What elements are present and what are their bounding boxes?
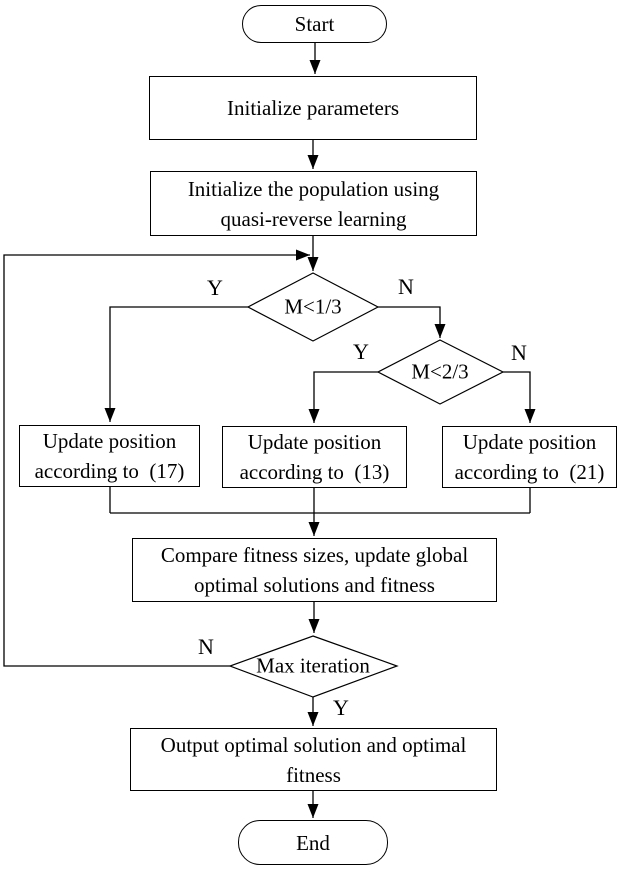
node-end-label: End — [296, 830, 330, 855]
node-start-label: Start — [294, 12, 335, 36]
node-init-params-label: Initialize parameters — [227, 96, 399, 120]
node-update-13: Update position according to (13) — [222, 426, 407, 488]
arrow-m13-yes — [104, 306, 248, 422]
node-init-params: Initialize parameters — [149, 76, 477, 140]
node-start: Start — [242, 5, 387, 43]
branch-label-m13-yes: Y — [207, 275, 223, 300]
node-init-pop: Initialize the population using quasi-re… — [150, 171, 477, 236]
node-compare-line2: optimal solutions and fitness — [194, 573, 435, 597]
branch-label-maxiter-no: N — [198, 634, 214, 659]
arrow-m23-no — [503, 371, 536, 423]
node-init-pop-line1: Initialize the population using — [187, 176, 440, 201]
branch-label-m13-no: N — [398, 274, 414, 299]
node-update-17: Update position according to (17) — [19, 425, 200, 487]
node-output-line1: Output optimal solution and optimal — [160, 732, 467, 757]
decision-label-m23: M<2/3 — [411, 359, 469, 384]
branch-label-m23-no: N — [511, 340, 527, 365]
decision-diamond-maxiter — [228, 635, 399, 698]
node-update-13-line1: Update position — [247, 430, 382, 454]
merge-connector — [109, 487, 531, 514]
node-compare-line1: Compare fitness sizes, update global — [160, 543, 469, 567]
node-update-13-line2: according to (13) — [239, 460, 390, 484]
node-end: End — [238, 820, 388, 865]
node-update-17-line1: Update position — [42, 429, 177, 453]
arrow-feedback-loop — [3, 249, 310, 667]
node-compare: Compare fitness sizes, update global opt… — [132, 538, 497, 602]
branch-label-maxiter-yes: Y — [333, 695, 349, 720]
arrow-m23-yes — [308, 371, 378, 423]
decision-label-maxiter: Max iteration — [256, 653, 370, 678]
node-init-pop-line2: quasi-reverse learning — [220, 206, 407, 231]
node-output-line2: fitness — [286, 762, 341, 787]
node-update-21-line1: Update position — [462, 430, 597, 454]
decision-diamond-m23 — [376, 339, 505, 405]
arrow-m13-no — [378, 306, 446, 338]
node-update-21: Update position according to (21) — [442, 426, 617, 488]
node-output: Output optimal solution and optimal fitn… — [130, 728, 497, 791]
node-update-21-line2: according to (21) — [454, 460, 605, 484]
decision-label-m13: M<1/3 — [284, 294, 342, 319]
decision-diamond-m13 — [246, 272, 380, 342]
node-update-17-line2: according to (17) — [34, 459, 185, 483]
branch-label-m23-yes: Y — [353, 339, 369, 364]
